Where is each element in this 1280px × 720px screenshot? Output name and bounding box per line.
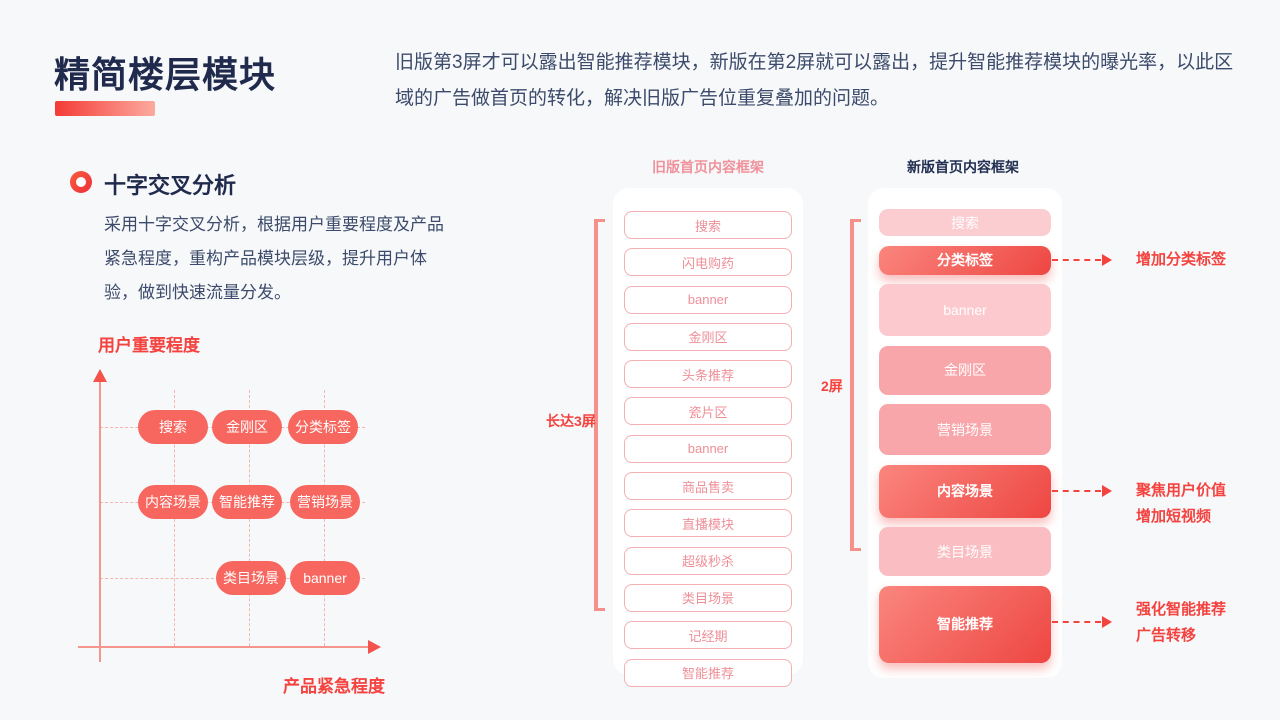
old-frame-item: banner xyxy=(624,434,792,463)
old-frame-item: 商品售卖 xyxy=(624,472,792,501)
matrix-pill: banner xyxy=(290,561,360,595)
arrow-head-icon xyxy=(1102,485,1112,497)
new-frame-block: 类目场景 xyxy=(879,527,1051,576)
matrix-pill: 分类标签 xyxy=(288,410,358,444)
annotation-text: 增加分类标签 xyxy=(1136,247,1226,273)
bracket-tick xyxy=(594,608,605,611)
arrow-head-icon xyxy=(1102,254,1112,266)
annotation-line: 强化智能推荐 xyxy=(1136,601,1227,618)
y-axis-line xyxy=(99,381,101,662)
old-frame-item: 搜索 xyxy=(624,211,792,239)
matrix-pill: 金刚区 xyxy=(212,410,282,444)
old-frame-item: 直播模块 xyxy=(624,509,792,538)
intro-text: 旧版第3屏才可以露出智能推荐模块，新版在第2屏就可以露出，提升智能推荐模块的曝光… xyxy=(395,52,1234,109)
dashed-line xyxy=(1052,621,1101,623)
old-frame-item: 金刚区 xyxy=(624,322,792,351)
new-frame-block: 搜索 xyxy=(879,209,1051,236)
new-frame-block: 内容场景 xyxy=(879,464,1051,518)
annotation-line: 聚焦用户价值 xyxy=(1136,482,1227,499)
ring-bullet-icon xyxy=(70,171,92,193)
new-frame-bracket xyxy=(850,219,862,551)
old-frame-item: 头条推荐 xyxy=(624,360,792,389)
x-axis-label: 产品紧急程度 xyxy=(283,677,385,696)
bracket-line xyxy=(594,219,598,611)
annotation-line: 广告转移 xyxy=(1136,627,1197,644)
dashed-line xyxy=(1052,490,1101,492)
new-frame-card: 搜索 分类标签 banner 金刚区 营销场景 内容场景 类目场景 智能推荐 xyxy=(868,188,1062,678)
new-frame-block: 分类标签 xyxy=(879,245,1051,275)
matrix-pill: 类目场景 xyxy=(216,561,286,595)
new-frame-title: 新版首页内容框架 xyxy=(907,159,1019,175)
old-frame-item: 超级秒杀 xyxy=(624,546,792,575)
old-frame-bracket xyxy=(594,219,606,611)
old-frame-title: 旧版首页内容框架 xyxy=(652,159,764,175)
new-frame-block: 营销场景 xyxy=(879,404,1051,455)
old-frame-item: 智能推荐 xyxy=(624,658,792,687)
matrix-pill: 智能推荐 xyxy=(212,485,282,519)
section-description: 采用十字交叉分析，根据用户重要程度及产品紧急程度，重构产品模块层级，提升用户体验… xyxy=(104,215,444,302)
page-title: 精简楼层模块 xyxy=(54,54,277,95)
old-frame-item: 闪电购药 xyxy=(624,248,792,277)
old-frame-item: 瓷片区 xyxy=(624,397,792,426)
annotation-text: 聚焦用户价值 增加短视频 xyxy=(1136,478,1226,530)
old-frame-item: 类目场景 xyxy=(624,583,792,612)
y-axis-label: 用户重要程度 xyxy=(98,336,200,355)
section-heading: 十字交叉分析 xyxy=(104,173,237,198)
new-frame-bracket-label: 2屏 xyxy=(821,378,843,394)
arrow-head-icon xyxy=(1102,616,1112,628)
title-underline-bar xyxy=(55,101,155,116)
matrix-pill: 内容场景 xyxy=(138,485,208,519)
dashed-line xyxy=(1052,259,1101,261)
bracket-tick xyxy=(850,219,861,222)
matrix-pill: 搜索 xyxy=(138,410,208,444)
bracket-tick xyxy=(850,548,861,551)
bracket-line xyxy=(850,219,854,551)
new-frame-block: banner xyxy=(879,284,1051,336)
old-frame-card: 搜索 闪电购药 banner 金刚区 头条推荐 瓷片区 banner 商品售卖 … xyxy=(613,188,803,687)
annotation-text: 强化智能推荐 广告转移 xyxy=(1136,597,1226,649)
x-axis-line xyxy=(78,646,370,648)
new-frame-block: 金刚区 xyxy=(879,345,1051,395)
old-frame-item: banner xyxy=(624,285,792,314)
new-frame-block: 智能推荐 xyxy=(879,585,1051,663)
y-axis-arrow-icon xyxy=(93,369,107,382)
matrix-pill: 营销场景 xyxy=(290,485,360,519)
old-frame-item: 记经期 xyxy=(624,621,792,650)
annotation-line: 增加短视频 xyxy=(1136,508,1212,525)
annotation-line: 增加分类标签 xyxy=(1136,251,1227,268)
x-axis-arrow-icon xyxy=(368,640,381,654)
old-frame-bracket-label: 长达3屏 xyxy=(546,413,596,429)
bracket-tick xyxy=(594,219,605,222)
